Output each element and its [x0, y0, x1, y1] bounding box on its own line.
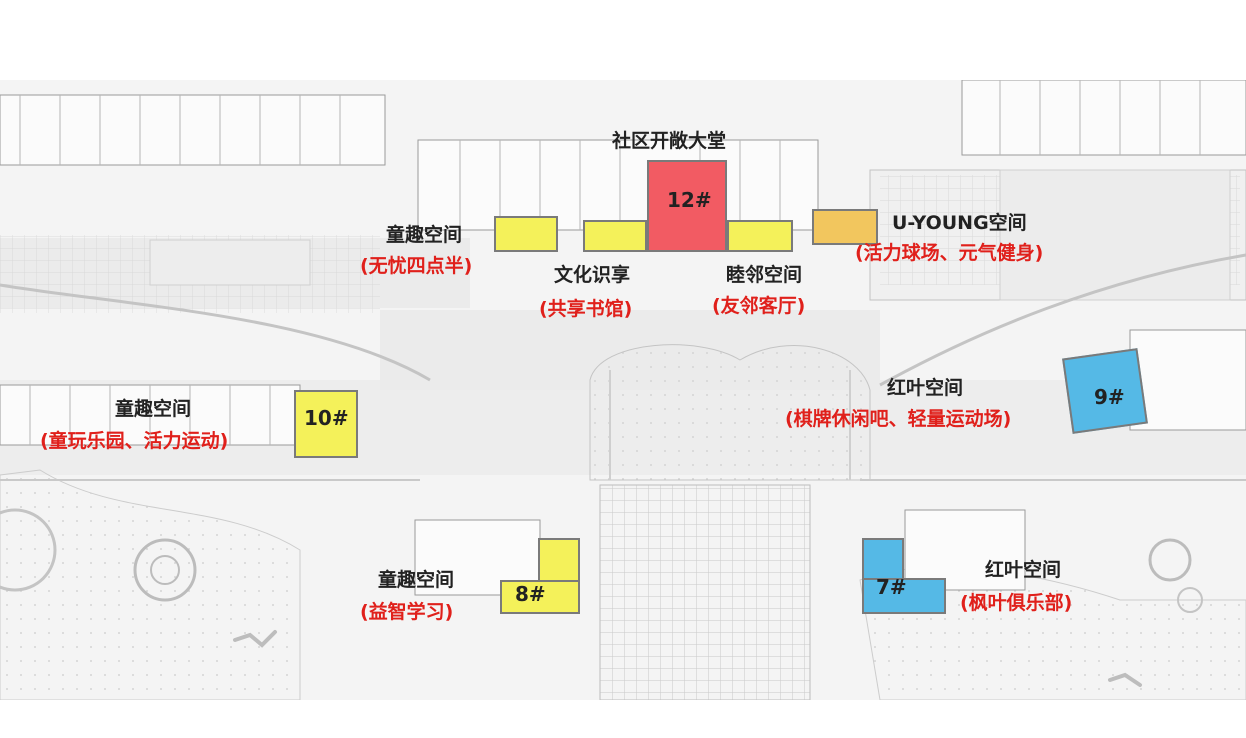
kids-space-left-title: 童趣空间: [115, 398, 192, 420]
red-leaf-space-bottom-subtitle: (枫叶俱乐部): [960, 592, 1073, 614]
building-number-12: 12#: [667, 188, 712, 212]
building-number-7: 7#: [876, 575, 907, 599]
uyoung-space-subtitle: (活力球场、元气健身): [855, 242, 1044, 264]
site-plan-base-drawing: [0, 80, 1246, 700]
kids-space-top-block: [494, 216, 558, 252]
neighbor-space-subtitle: (友邻客厅): [712, 295, 806, 317]
culture-space-subtitle: (共享书馆): [539, 298, 633, 320]
building-8-highlight-lower: [500, 580, 580, 614]
neighbor-space-title: 睦邻空间: [726, 264, 803, 286]
neighbor-space-block: [727, 220, 793, 252]
site-plan-map: 12# 10# 9# 8# 7# 社区开敞大堂 童趣空间 (无忧四点半) 文化识…: [0, 80, 1246, 700]
hall-label: 社区开敞大堂: [612, 130, 727, 152]
building-number-8: 8#: [515, 582, 546, 606]
red-leaf-space-right-title: 红叶空间: [887, 377, 964, 399]
building-number-9: 9#: [1094, 385, 1125, 409]
building-number-10: 10#: [304, 406, 349, 430]
kids-space-top-title: 童趣空间: [386, 224, 463, 246]
building-7-highlight-lower: [862, 578, 946, 614]
kids-space-bottom-subtitle: (益智学习): [360, 601, 454, 623]
kids-space-top-subtitle: (无忧四点半): [360, 255, 473, 277]
red-leaf-space-bottom-title: 红叶空间: [985, 559, 1062, 581]
culture-space-title: 文化识享: [554, 264, 631, 286]
building-12-highlight: [647, 160, 727, 252]
kids-space-bottom-title: 童趣空间: [378, 569, 455, 591]
red-leaf-space-right-subtitle: (棋牌休闲吧、轻量运动场): [785, 408, 1012, 430]
building-10-highlight: [294, 390, 358, 458]
kids-space-left-subtitle: (童玩乐园、活力运动): [40, 430, 229, 452]
uyoung-space-title: U-YOUNG空间: [892, 212, 1027, 234]
uyoung-space-block: [812, 209, 878, 245]
culture-space-block: [583, 220, 647, 252]
